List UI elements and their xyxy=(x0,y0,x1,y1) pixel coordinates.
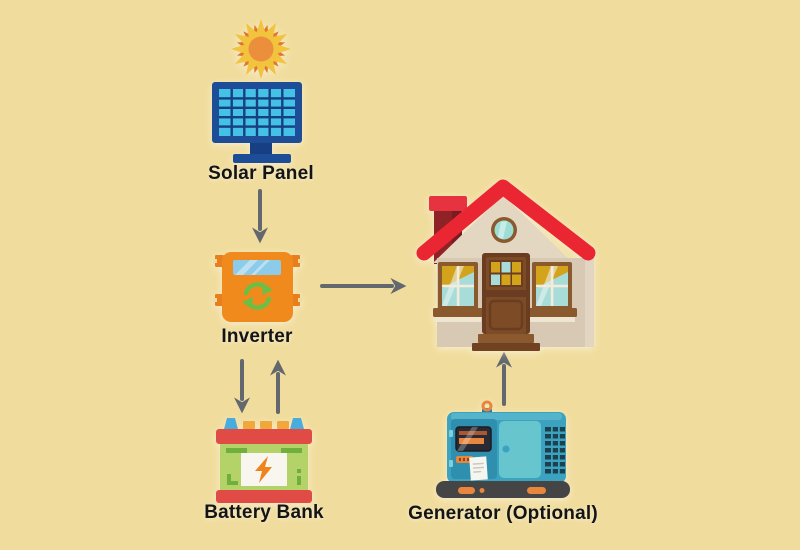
battery-icon xyxy=(216,418,312,503)
generator-label: Generator (Optional) xyxy=(408,503,598,524)
house-icon xyxy=(416,179,596,351)
inverter-label: Inverter xyxy=(221,326,293,347)
solar-panel-label: Solar Panel xyxy=(208,163,314,184)
solar-panel-icon xyxy=(212,82,302,163)
sun-icon xyxy=(231,19,291,79)
inverter-icon xyxy=(213,252,302,322)
generator-icon xyxy=(436,400,570,498)
battery-bank-label: Battery Bank xyxy=(204,502,324,523)
